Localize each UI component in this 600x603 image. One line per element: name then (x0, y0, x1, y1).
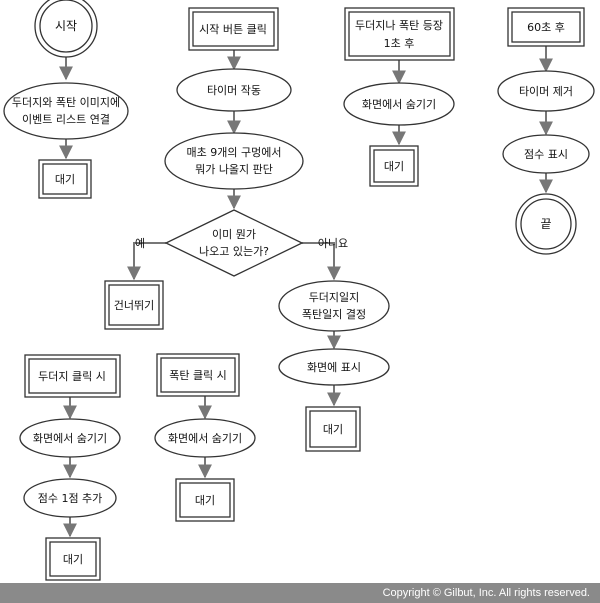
decide-holes-process (164, 132, 304, 190)
wait-box-show (305, 406, 361, 452)
end-terminal (515, 193, 577, 255)
wait-bomb-label: 대기 (195, 494, 215, 507)
start-click-event-box (188, 7, 279, 51)
show-score-label: 점수 표시 (524, 148, 568, 161)
skip-box (104, 280, 164, 330)
wait-box-a (369, 145, 419, 187)
mole-click-event-box (24, 354, 121, 398)
mole-or-bomb-label-line2: 폭탄일지 결정 (302, 307, 366, 321)
bomb-click-label: 폭탄 클릭 시 (169, 369, 227, 382)
already-label-line1: 이미 뭔가 (212, 228, 256, 241)
show-label: 화면에 표시 (307, 361, 361, 374)
no-branch-label: 아니요 (318, 237, 348, 250)
appear-1s-label-line2: 1초 후 (384, 37, 415, 50)
remove-timer-label: 타이머 제거 (519, 85, 573, 98)
bomb-click-event-box (156, 353, 240, 397)
already-decision (164, 209, 304, 277)
show-process (278, 348, 390, 386)
hide-mole-label: 화면에서 숨기기 (33, 432, 107, 445)
wait-1-label: 대기 (55, 173, 75, 186)
connectors (59, 46, 553, 538)
hide-a-label: 화면에서 숨기기 (362, 98, 436, 111)
arrow-no-to-decide-type (302, 242, 341, 281)
add-point-process (23, 478, 117, 518)
flowchart: 시작 두더지와 폭탄 이미지에 이벤트 리스트 연결 대기 시작 버튼 클릭 타… (3, 0, 595, 581)
appear-1s-label-line1: 두더지나 폭탄 등장 (355, 19, 443, 32)
wait-a-label: 대기 (384, 160, 404, 173)
already-label-line2: 나오고 있는가? (199, 245, 269, 258)
wait-box-bomb (175, 478, 235, 522)
arrow-yes-to-skip (127, 242, 166, 281)
decide-holes-label-line1: 매초 9개의 구멍에서 (187, 146, 282, 159)
copyright-footer: Copyright © Gilbut, Inc. All rights rese… (0, 583, 600, 603)
decide-holes-label-line2: 뭐가 나올지 판단 (195, 163, 273, 176)
hide-process-a (343, 82, 455, 126)
add-point-label: 점수 1점 추가 (38, 492, 103, 505)
start-label: 시작 (55, 19, 77, 33)
show-score-process (502, 134, 590, 174)
appear-1s-event-box (344, 7, 455, 61)
mole-click-label: 두더지 클릭 시 (38, 370, 106, 383)
wait-mole-label: 대기 (63, 553, 83, 566)
wait-show-label: 대기 (323, 423, 343, 436)
remove-timer-process (497, 70, 595, 112)
hide-bomb-process (154, 418, 256, 458)
skip-label: 건너뛰기 (114, 299, 154, 312)
yes-branch-label: 예 (135, 237, 145, 250)
after-60s-label: 60초 후 (527, 21, 565, 34)
start-terminal (34, 0, 98, 58)
after-60s-event-box (507, 7, 585, 47)
wait-box-mole (45, 537, 101, 581)
mole-or-bomb-label-line1: 두더지일지 (309, 290, 360, 304)
hide-bomb-label: 화면에서 숨기기 (168, 432, 242, 445)
assign-event-label-line1: 두더지와 폭탄 이미지에 (12, 96, 120, 109)
timer-start-label: 타이머 작동 (207, 84, 261, 97)
wait-box-1 (38, 159, 92, 199)
hide-mole-process (19, 418, 121, 458)
mole-or-bomb-process (278, 280, 390, 332)
assign-event-label-line2: 이벤트 리스트 연결 (22, 113, 110, 126)
timer-start-process (176, 68, 292, 112)
end-label: 끝 (540, 217, 551, 231)
assign-event-process (3, 82, 129, 140)
start-click-label: 시작 버튼 클릭 (199, 23, 267, 36)
